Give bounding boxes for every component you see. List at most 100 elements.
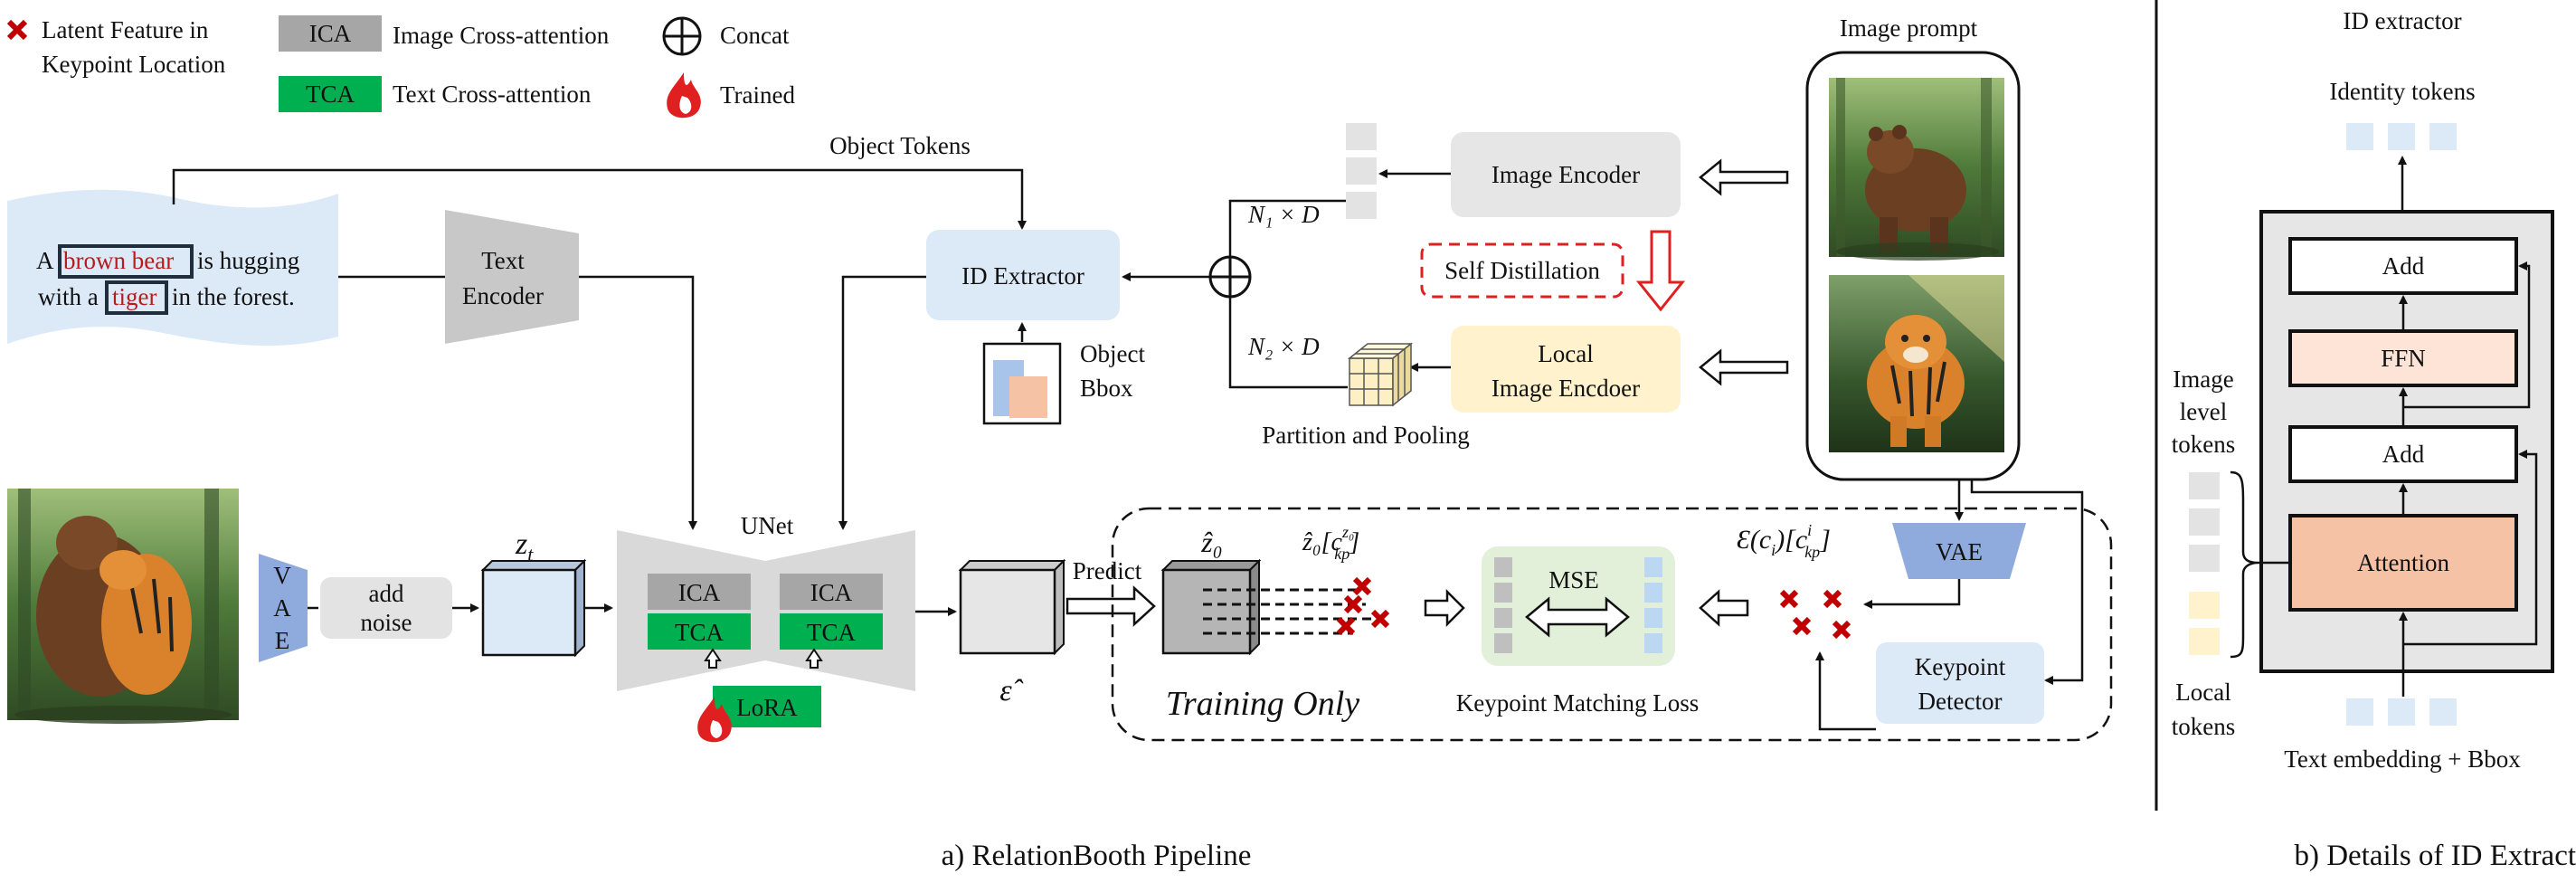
entity-box-tiger bbox=[105, 280, 168, 315]
training-only-label: Training Only bbox=[1166, 685, 1359, 723]
prompt-line1-b: is hugging bbox=[197, 247, 299, 274]
unet-tca-right bbox=[780, 613, 883, 650]
prompt-to-local-encoder-arrow bbox=[1699, 348, 1789, 386]
mse-right-tokens bbox=[1644, 557, 1662, 653]
image-level-line3: tokens bbox=[2172, 431, 2236, 458]
vae-left-letter-v: V bbox=[273, 562, 291, 589]
prompt-document-shape bbox=[7, 189, 338, 347]
partition-cube-icon bbox=[1347, 342, 1414, 407]
mse-box bbox=[1482, 546, 1675, 666]
text-encoder-line1: Text bbox=[481, 247, 525, 274]
local-tokens-line2: tokens bbox=[2172, 713, 2236, 740]
local-encoder-line1: Local bbox=[1538, 340, 1593, 367]
legend-trained-label: Trained bbox=[720, 81, 796, 109]
mse-double-arrow bbox=[1525, 596, 1630, 638]
id-extractor-to-unet-line bbox=[838, 275, 926, 530]
image-tokens-to-concat-line bbox=[1228, 199, 1346, 257]
z0-hat-cube bbox=[1160, 558, 1262, 656]
image-level-line1: Image bbox=[2173, 366, 2233, 393]
attention-label: Attention bbox=[2357, 549, 2449, 576]
tiger-image bbox=[1829, 275, 2004, 452]
mse-label: MSE bbox=[1548, 566, 1599, 593]
id-extractor-label: ID Extractor bbox=[961, 262, 1084, 290]
unet-tca-left-label: TCA bbox=[675, 619, 724, 646]
n2d-label: N₂ × D bbox=[1247, 333, 1320, 360]
zt-label: zt bbox=[515, 527, 534, 565]
training-only-region bbox=[1111, 507, 2113, 742]
vae-right-shape bbox=[1892, 523, 2026, 579]
legend-ica-abbr: ICA bbox=[309, 20, 352, 47]
unet-tca-right-label: TCA bbox=[807, 619, 857, 646]
object-tokens-label: Object Tokens bbox=[829, 132, 971, 159]
legend-keypoint-location: Keypoint Location bbox=[42, 51, 226, 78]
legend-tca-label: Text Cross-attention bbox=[393, 81, 592, 108]
lora-box bbox=[713, 686, 821, 727]
self-distillation-label: Self Distillation bbox=[1444, 257, 1600, 284]
add-noise-line1: add bbox=[369, 580, 404, 607]
prompt-to-detector-line bbox=[1970, 479, 2084, 685]
text-prompt: A brown bear is hugging with a tiger in … bbox=[7, 189, 338, 347]
prompt-entity-tiger: tiger bbox=[112, 283, 156, 310]
add-noise-box bbox=[320, 577, 452, 639]
object-bbox-line1: Object bbox=[1080, 340, 1145, 367]
text-encoder-shape bbox=[445, 210, 579, 344]
local-image-encoder-box bbox=[1451, 326, 1681, 413]
encoder-to-unet-line bbox=[579, 275, 697, 530]
caption-a: a) RelationBooth Pipeline bbox=[942, 840, 1252, 872]
z0-to-mse-arrow bbox=[1424, 588, 1465, 628]
add-top-label: Add bbox=[2382, 252, 2425, 280]
vae-left-letter-a: A bbox=[273, 594, 291, 622]
text-embedding-token-row bbox=[2346, 698, 2457, 726]
ffn-box bbox=[2288, 329, 2518, 387]
latent-feature-cross-icon bbox=[6, 19, 28, 41]
unet-tca-left bbox=[648, 613, 751, 650]
attention-box bbox=[2288, 514, 2518, 612]
legend: Latent Feature in Keypoint Location ICA … bbox=[6, 15, 796, 119]
add-mid-label: Add bbox=[2382, 441, 2425, 468]
ffn-label: FFN bbox=[2381, 345, 2426, 372]
identity-token-row bbox=[2346, 123, 2457, 150]
text-bbox-label: Text embedding + Bbox bbox=[2284, 745, 2521, 773]
vae-encoder-left: V A E bbox=[259, 554, 308, 662]
unet-ica-left-label: ICA bbox=[678, 579, 721, 606]
object-tokens-path: Object Tokens bbox=[172, 132, 1027, 230]
prompt-line2-a: with a bbox=[38, 283, 99, 310]
prompt-line2-b: in the forest. bbox=[172, 283, 295, 310]
local-tokens-line1: Local bbox=[2175, 679, 2230, 706]
token-brace bbox=[2230, 470, 2259, 659]
self-distillation-box bbox=[1420, 242, 1624, 299]
vae-left-letter-e: E bbox=[275, 627, 290, 654]
legend-ica-swatch bbox=[279, 15, 382, 52]
object-bbox-icon bbox=[982, 342, 1062, 425]
bear-image bbox=[1829, 78, 2004, 261]
caption-b: b) Details of ID Extractor bbox=[2294, 840, 2576, 872]
detector-to-gt-line bbox=[1815, 651, 1876, 731]
legend-concat-label: Concat bbox=[720, 22, 790, 49]
concat-circle bbox=[1208, 255, 1252, 299]
text-encoder-line2: Encoder bbox=[462, 282, 544, 309]
prompt-entity-brown-bear: brown bear bbox=[63, 247, 174, 274]
z0-hat-label: ẑ₀ bbox=[1200, 526, 1223, 558]
predict-arrow bbox=[1065, 585, 1156, 627]
object-bbox-line2: Bbox bbox=[1080, 375, 1133, 402]
unet-ica-left bbox=[648, 574, 751, 610]
legend-tca-abbr: TCA bbox=[306, 81, 355, 108]
add-top-box bbox=[2288, 237, 2518, 295]
mse-left-tokens bbox=[1494, 557, 1512, 653]
unet-shape bbox=[617, 530, 915, 691]
legend-tca-swatch bbox=[279, 76, 382, 112]
partition-pooling-label: Partition and Pooling bbox=[1262, 422, 1470, 449]
z0-keypoint-dashes bbox=[1203, 588, 1375, 635]
lora-arrow-right bbox=[805, 648, 823, 669]
image-token-stack bbox=[1346, 123, 1377, 219]
id-panel-title: ID extractor bbox=[2343, 7, 2461, 34]
keypoint-detector-line2: Detector bbox=[1918, 688, 2003, 715]
n1d-label: N₁ × D bbox=[1247, 201, 1320, 228]
epsilon-hat-cube bbox=[958, 558, 1066, 656]
image-prompt-title: Image prompt bbox=[1840, 14, 1978, 42]
legend-ica-label: Image Cross-attention bbox=[393, 22, 610, 49]
gt-keypoint-crosses bbox=[1779, 589, 1852, 640]
